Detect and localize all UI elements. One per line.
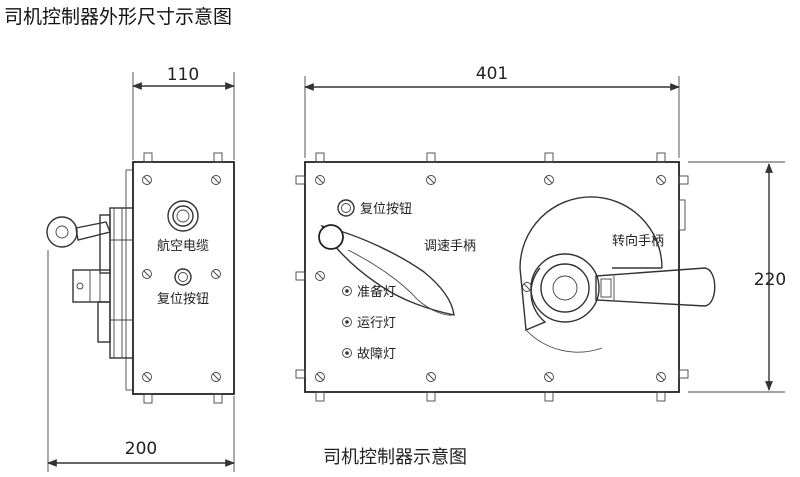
label-reset-button-side: 复位按钮 [157, 292, 209, 307]
dim-side-depth: 200 [125, 439, 157, 459]
side-reset-button-icon [174, 268, 192, 286]
label-aviation-cable: 航空电缆 [157, 238, 209, 254]
dim-front-width: 401 [476, 64, 508, 84]
front-reset-button-icon [337, 199, 355, 217]
dim-side-width: 110 [167, 65, 199, 85]
label-reset-button-front: 复位按钮 [360, 202, 412, 217]
front-studs [295, 152, 689, 402]
speed-handle-icon [318, 224, 455, 316]
ready-light-icon [342, 286, 352, 296]
front-screws [315, 175, 666, 382]
fault-light-icon [342, 348, 352, 358]
running-light-icon [342, 317, 352, 327]
label-fault-light: 故障灯 [357, 347, 396, 362]
side-screws [142, 175, 221, 382]
label-ready-light: 准备灯 [357, 284, 396, 300]
side-handle-mechanism [46, 207, 134, 359]
figure-caption: 司机控制器示意图 [323, 447, 467, 468]
label-running-light: 运行灯 [357, 316, 396, 331]
label-direction-handle: 转向手柄 [612, 233, 664, 249]
aviation-cable-connector-icon [167, 200, 199, 232]
label-speed-handle: 调速手柄 [424, 239, 476, 254]
dim-front-height: 220 [754, 270, 786, 290]
front-view: 401 [295, 64, 786, 402]
direction-handle-icon [519, 196, 716, 353]
page-title: 司机控制器外形尺寸示意图 [4, 6, 233, 28]
side-view: 110 航空电缆 复位按钮 [46, 65, 235, 472]
